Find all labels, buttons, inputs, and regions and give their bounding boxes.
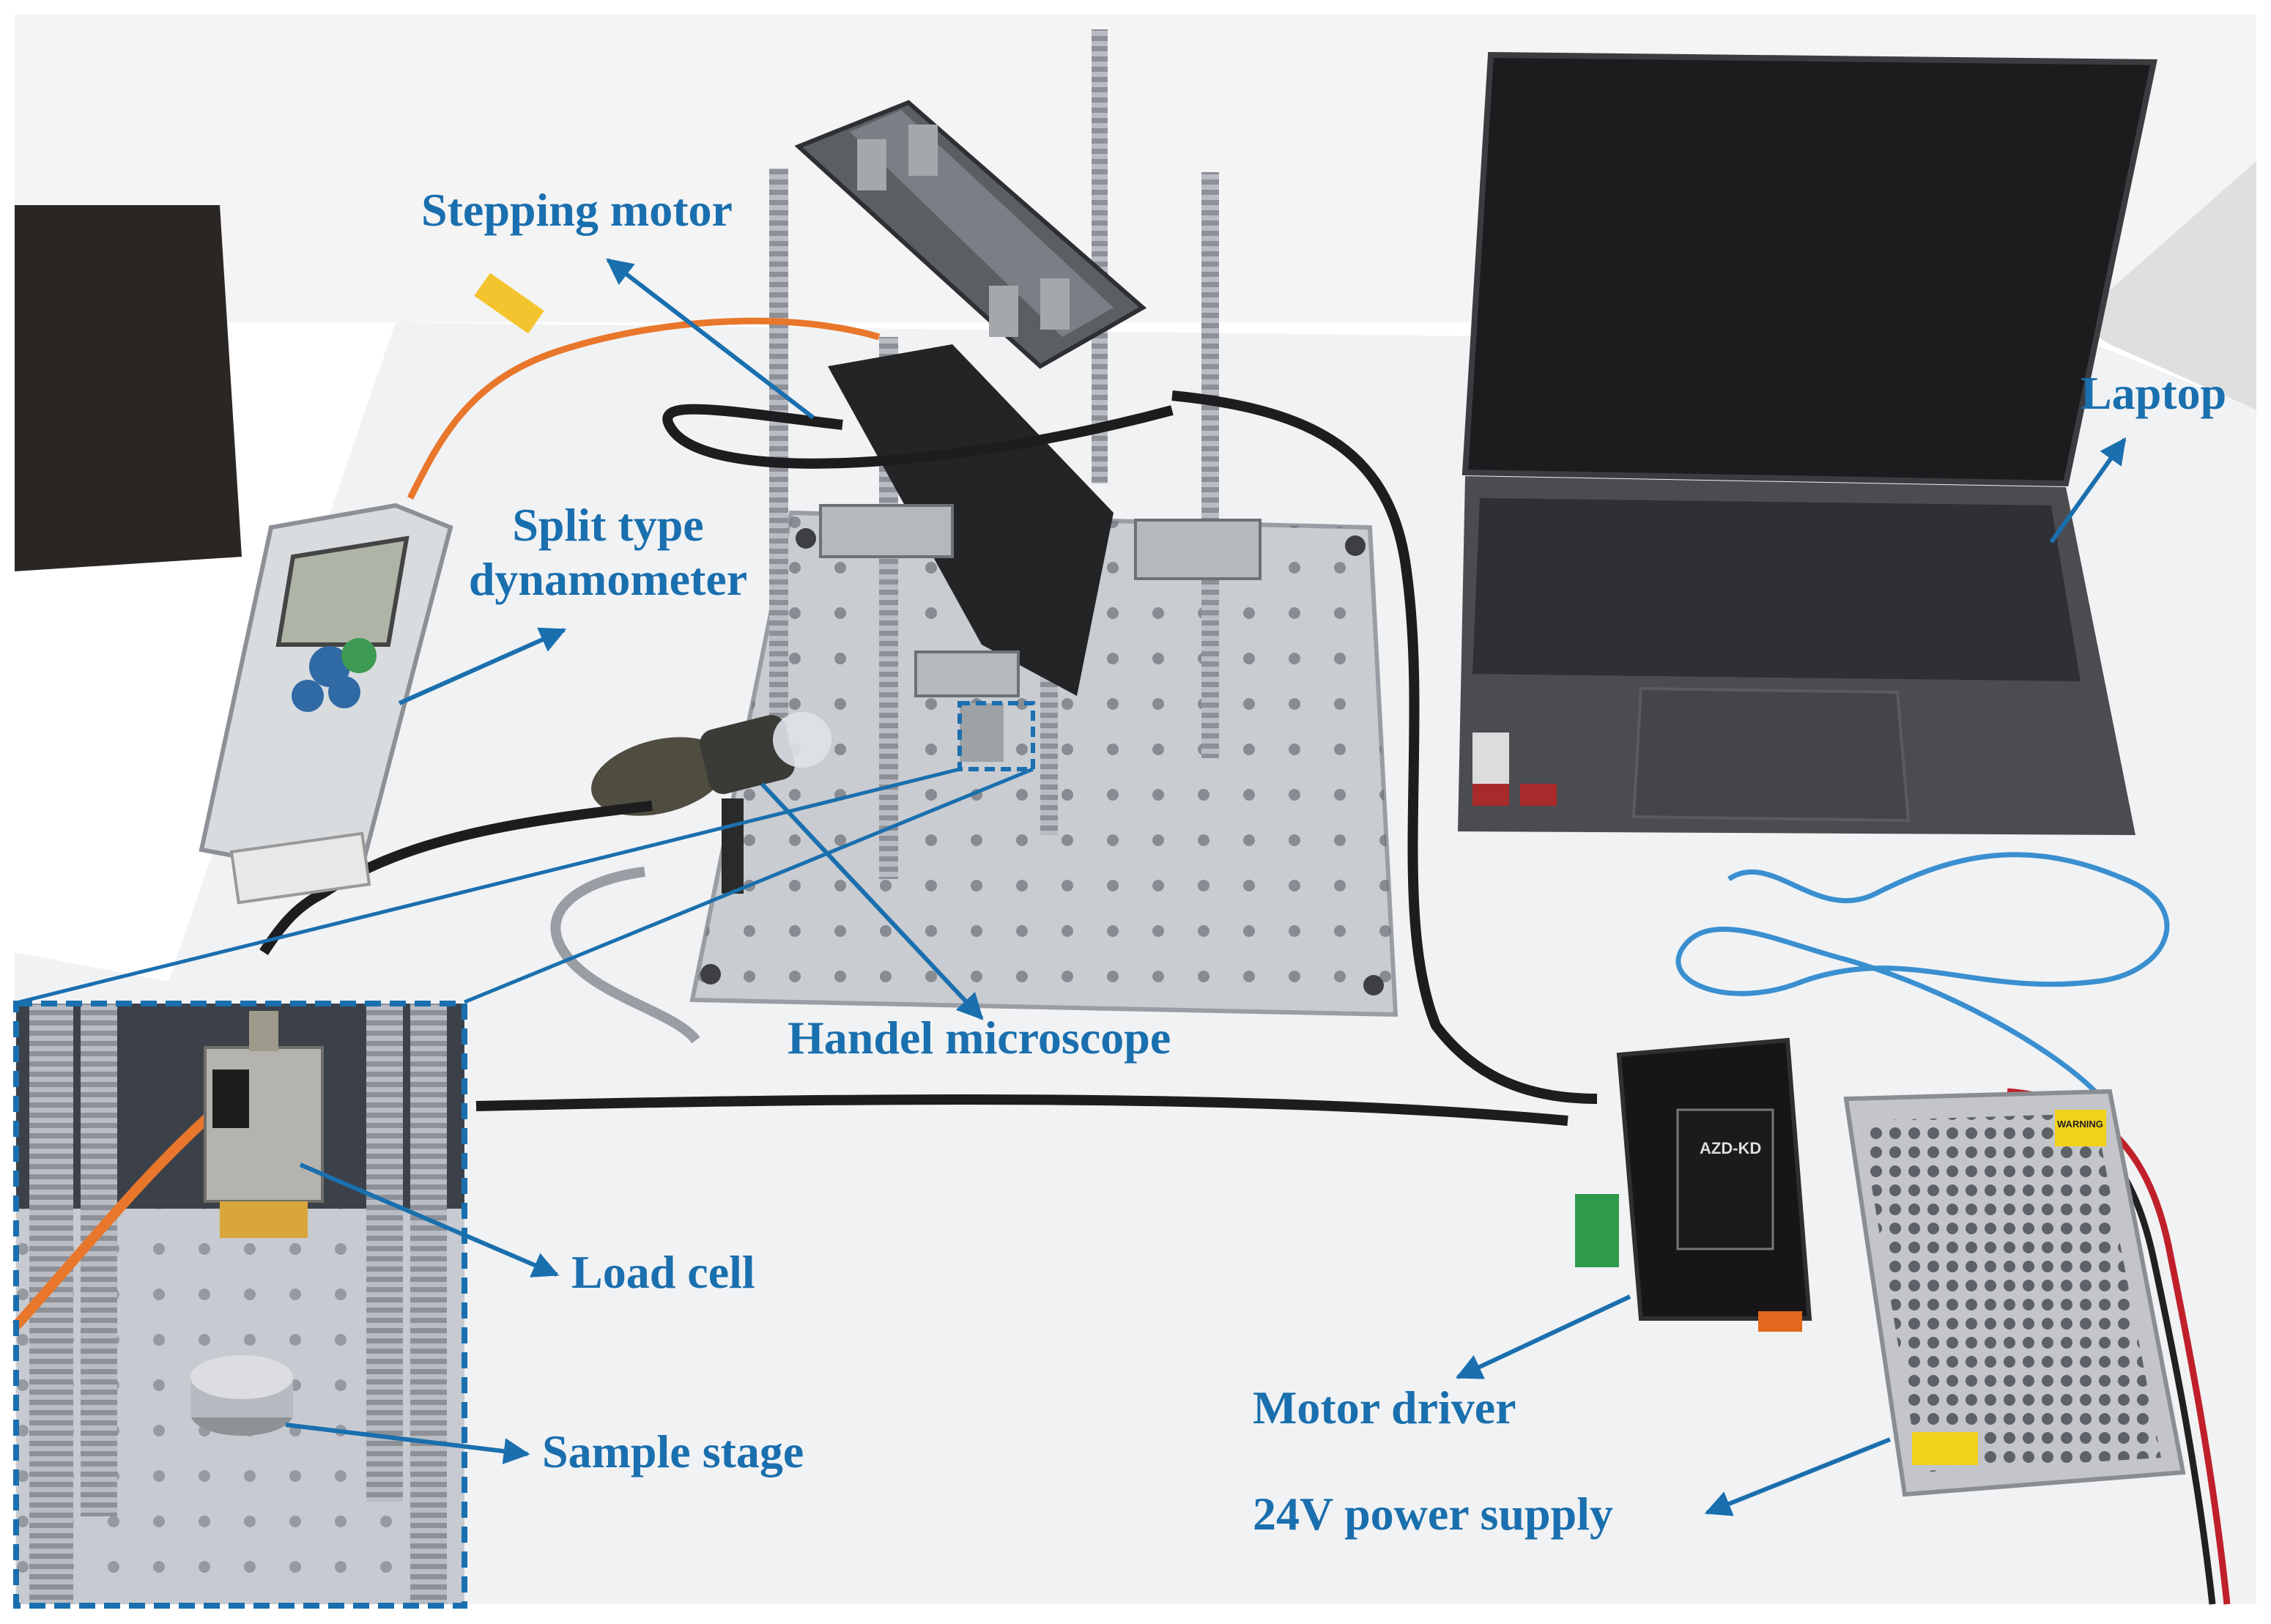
label-split-type-line1: Split type — [512, 499, 704, 551]
power-supply-sticker-text: WARNING — [2057, 1119, 2103, 1130]
detail-inset — [12, 1004, 464, 1604]
label-handel-microscope: Handel microscope — [788, 1012, 1171, 1064]
label-split-type-line2: dynamometer — [468, 552, 748, 605]
arrow-stepping-motor — [606, 258, 815, 420]
split-type-dynamometer — [199, 503, 453, 905]
label-load-cell: Load cell — [571, 1246, 755, 1298]
handheld-microscope — [591, 712, 831, 894]
driver-model-text: AZD-KD — [1700, 1139, 1762, 1157]
arrow-motor-driver — [1455, 1294, 1631, 1379]
connector-line-left — [18, 767, 960, 1004]
label-stepping-motor: Stepping motor — [421, 184, 733, 236]
arrow-power-supply — [1704, 1437, 1892, 1516]
yellow-tag — [474, 272, 544, 334]
blue-cable — [1675, 852, 2170, 1094]
motor-driver — [1575, 1037, 1812, 1332]
left-shadow — [15, 205, 242, 571]
detail-region-box — [957, 701, 1035, 771]
laptop — [1458, 51, 2157, 835]
inset-border — [13, 1001, 467, 1609]
label-split-type: Split type dynamometer — [454, 498, 762, 606]
label-laptop: Laptop — [2081, 367, 2227, 419]
label-power-supply: 24V power supply — [1253, 1488, 1613, 1540]
power-supply — [1843, 1089, 2186, 1497]
label-motor-driver: Motor driver — [1253, 1382, 1516, 1434]
right-wall — [2073, 161, 2256, 410]
arrow-sample-stage — [285, 1423, 530, 1464]
label-sample-stage: Sample stage — [542, 1425, 804, 1477]
black-cables — [259, 390, 1598, 1126]
arrow-laptop — [2049, 437, 2127, 544]
flex-hose — [550, 867, 700, 1044]
arrow-dynamometer — [398, 627, 567, 705]
orange-wire — [407, 317, 881, 500]
arrow-handel-microscope — [760, 782, 984, 1020]
arrow-load-cell — [299, 1163, 560, 1278]
annotation-arrows — [285, 258, 2127, 1516]
connector-line-right — [464, 767, 1034, 1004]
stepping-motor — [794, 100, 1262, 762]
